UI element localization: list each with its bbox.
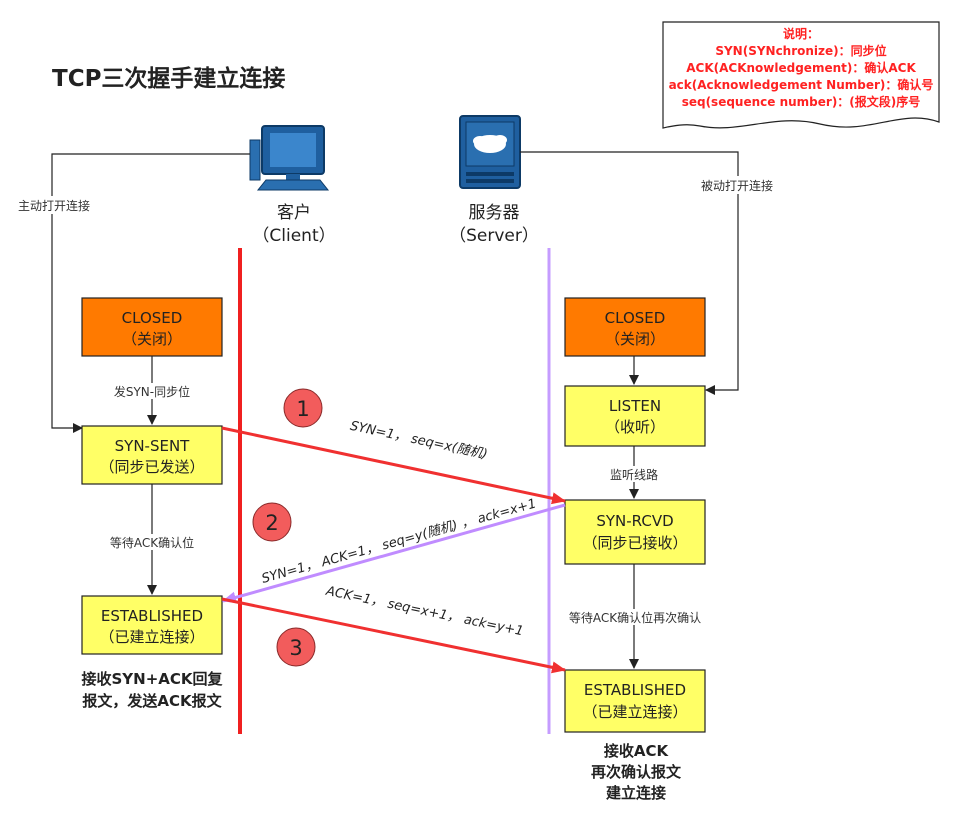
state-name: LISTEN: [609, 397, 661, 415]
message-1: SYN=1， seq=x(随机) 1: [221, 388, 566, 505]
client-caption-line: 报文，发送ACK报文: [82, 692, 222, 710]
message-2: SYN=1， ACK=1， seq=y(随机) ， ack=x+1 2: [222, 496, 566, 604]
server-state-listen: LISTEN （收听）: [564, 385, 706, 447]
client-edge-label: 等待ACK确认位: [110, 535, 194, 550]
state-desc: （同步已发送）: [99, 458, 204, 476]
message-arrow: [221, 426, 566, 505]
client-name: 客户: [277, 203, 311, 223]
client-state-closed: CLOSED （关闭）: [81, 297, 223, 357]
server-open-label: 被动打开连接: [701, 178, 773, 193]
server-edge-label: 等待ACK确认位再次确认: [569, 610, 701, 625]
server-icon: [459, 115, 521, 189]
client-state-syn-sent: SYN-SENT （同步已发送）: [81, 425, 223, 485]
note-line: ACK(ACKnowledgement)：确认ACK: [686, 60, 916, 75]
server-name: 服务器: [469, 203, 520, 223]
message-label: SYN=1， ACK=1， seq=y(随机) ， ack=x+1: [260, 496, 538, 586]
state-desc: （关闭）: [122, 330, 182, 348]
legend-note: 说明： SYN(SYNchronize)：同步位 ACK(ACKnowledge…: [662, 21, 940, 129]
step-number: 1: [296, 397, 309, 421]
step-3-badge: [276, 627, 316, 667]
state-name: CLOSED: [122, 309, 183, 327]
server-caption-line: 接收ACK: [604, 742, 670, 760]
step-number: 2: [265, 511, 278, 535]
step-1-badge: [283, 388, 323, 428]
client-state-established: ESTABLISHED （已建立连接）: [81, 595, 223, 655]
state-name: ESTABLISHED: [101, 607, 203, 625]
message-3: ACK=1， seq=x+1， ack=y+1 3: [221, 584, 566, 674]
step-2-badge: [252, 502, 292, 542]
state-name: ESTABLISHED: [584, 681, 686, 699]
client-computer-icon: [249, 125, 330, 191]
message-arrow: [221, 597, 566, 674]
server-open-connector: 被动打开连接: [520, 151, 780, 395]
state-name: SYN-RCVD: [596, 512, 673, 530]
server-state-established: ESTABLISHED （已建立连接）: [564, 669, 706, 733]
server-state-closed: CLOSED （关闭）: [564, 297, 706, 357]
server-caption-line: 建立连接: [606, 784, 666, 802]
state-desc: （同步已接收）: [582, 534, 687, 552]
diagram-title: TCP三次握手建立连接: [52, 65, 285, 92]
message-label: ACK=1， seq=x+1， ack=y+1: [324, 584, 525, 640]
step-number: 3: [289, 636, 302, 660]
state-name: SYN-SENT: [115, 437, 191, 455]
message-arrow: [222, 503, 566, 604]
note-line: ack(Acknowledgement Number)：确认号: [669, 77, 934, 92]
server-sub: （Server）: [449, 226, 539, 246]
state-desc: （关闭）: [605, 330, 665, 348]
message-label: SYN=1， seq=x(随机): [349, 419, 489, 463]
server-caption-line: 再次确认报文: [591, 763, 682, 781]
note-line: SYN(SYNchronize)：同步位: [715, 43, 886, 58]
state-desc: （已建立连接）: [99, 628, 204, 646]
server-edge-label: 监听线路: [610, 467, 658, 482]
server-state-syn-rcvd: SYN-RCVD （同步已接收）: [564, 499, 706, 565]
client-caption-line: 接收SYN+ACK回复: [81, 670, 223, 688]
client-edge-label: 发SYN-同步位: [114, 384, 190, 399]
client-open-connector: 主动打开连接: [14, 153, 250, 433]
note-line: seq(sequence number)：(报文段)序号: [682, 94, 921, 109]
state-name: CLOSED: [605, 309, 666, 327]
state-desc: （已建立连接）: [582, 703, 687, 721]
state-desc: （收听）: [605, 418, 665, 436]
client-sub: （Client）: [252, 226, 335, 246]
client-open-label: 主动打开连接: [18, 198, 90, 213]
note-line: 说明：: [783, 26, 819, 41]
